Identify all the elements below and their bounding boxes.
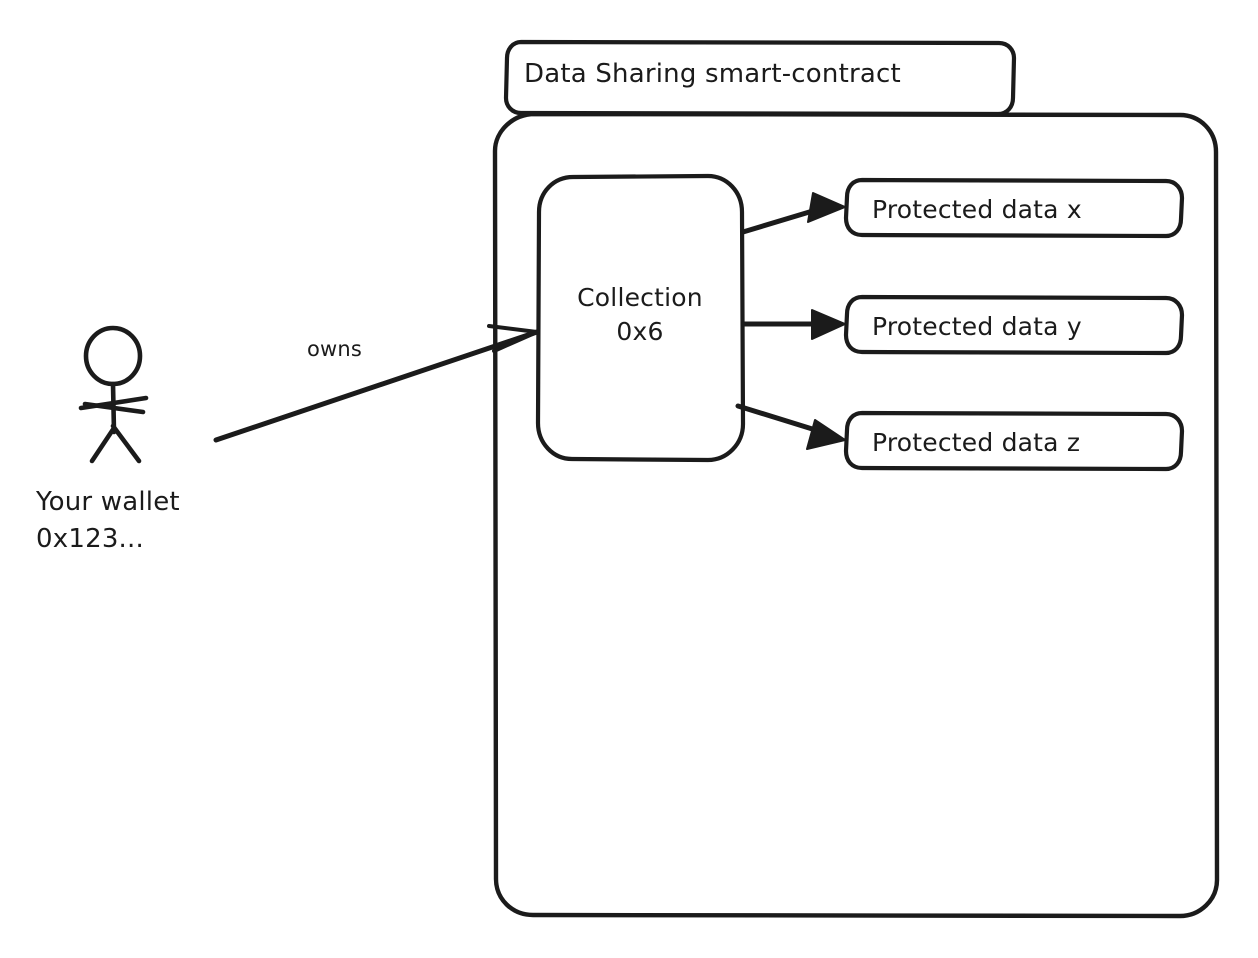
smart-contract-title-box[interactable]	[503, 39, 1017, 117]
arrow-line-z	[735, 403, 825, 435]
protected-data-box-z[interactable]	[843, 410, 1185, 472]
collection-box[interactable]	[535, 173, 746, 463]
arrow-head-y	[811, 309, 846, 340]
stick-figure-leg-right	[110, 423, 142, 464]
owns-arrow-line	[213, 329, 540, 443]
protected-data-box-x[interactable]	[843, 177, 1185, 239]
stick-figure-arm-left	[82, 401, 146, 415]
owns-arrow	[213, 324, 540, 443]
protected-data-box-y[interactable]	[843, 294, 1185, 356]
stick-figure-leg-left	[89, 425, 117, 464]
collection-to-protected-y-arrow	[740, 309, 846, 340]
collection-to-protected-z-arrow	[735, 403, 846, 450]
stick-figure-head	[83, 325, 143, 387]
arrow-head-z	[806, 419, 846, 450]
arrow-head-x	[807, 192, 846, 223]
stick-figure-wallet	[78, 325, 149, 464]
collection-to-protected-x-arrow	[740, 192, 846, 235]
owns-arrow-head	[487, 324, 539, 353]
